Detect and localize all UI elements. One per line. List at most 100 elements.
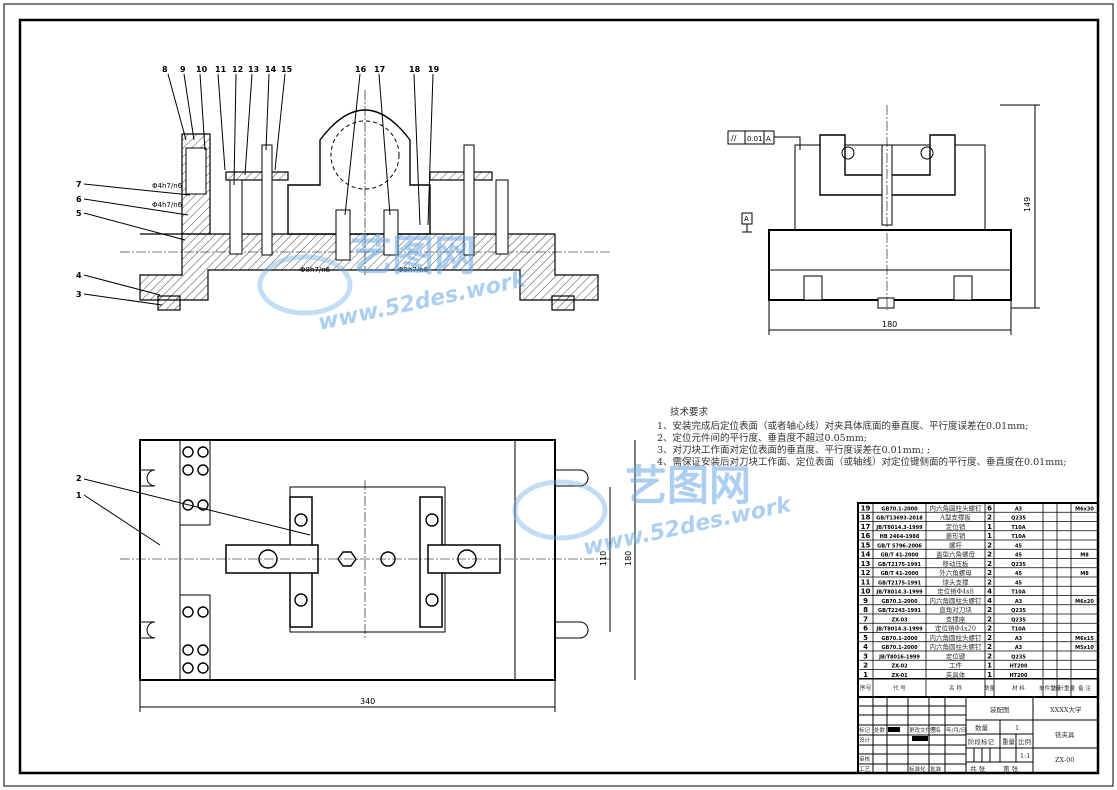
- bom-cell: 11: [861, 578, 871, 586]
- bom-cell: GB/T13693-2018: [876, 516, 923, 522]
- svg-text:签名: 签名: [930, 726, 941, 734]
- bom-cell: 定位键: [946, 651, 966, 660]
- svg-text:装配图: 装配图: [990, 705, 1010, 714]
- bom-cell: 定位销Φ4x20: [935, 624, 976, 633]
- svg-text:180: 180: [624, 551, 633, 566]
- bom-cell: 2: [987, 560, 992, 568]
- bom-cell: Q235: [1011, 617, 1026, 623]
- bom-cell: Q235: [1011, 516, 1026, 522]
- svg-text:340: 340: [360, 697, 375, 706]
- bom-cell: M5x10: [1075, 645, 1094, 651]
- svg-text:Φ8h7/n6: Φ8h7/n6: [300, 266, 331, 274]
- bom-cell: M8: [1080, 571, 1089, 577]
- svg-text:12: 12: [232, 65, 243, 74]
- bom-cell: 2: [987, 615, 992, 623]
- svg-text:1、安装完成后定位表面（或者轴心线）对夹具体底面的垂直度、平: 1、安装完成后定位表面（或者轴心线）对夹具体底面的垂直度、平行度误差在0.01m…: [657, 420, 1028, 432]
- bom-cell: 菱形销: [946, 531, 966, 540]
- title-block: 装配图 XXXX大学 铣夹具 ZX-00 数量 1 阶段标记 重量 比例 1:1…: [857, 696, 1099, 774]
- bom-cell: 4: [987, 597, 992, 605]
- bom-cell: 3: [863, 652, 868, 660]
- bom-cell: 1: [987, 671, 992, 679]
- bom-cell: 6: [987, 504, 992, 512]
- bom-cell: 45: [1015, 571, 1022, 577]
- bom-cell: A3: [1015, 636, 1023, 642]
- bom-cell: T10A: [1011, 534, 1025, 540]
- svg-text:更改文件号: 更改文件号: [909, 726, 937, 734]
- bom-cell: T10A: [1011, 525, 1025, 531]
- bom-cell: Q235: [1011, 562, 1026, 568]
- bom-cell: GB/T2175-1991: [878, 580, 922, 586]
- bom-cell: 内六角圆柱头螺钉: [930, 596, 983, 605]
- bom-cell: 工件: [949, 661, 963, 670]
- bom-cell: 内六角圆柱头螺钉: [930, 503, 983, 512]
- bom-cell: 18: [861, 514, 871, 522]
- bom-cell: 2: [863, 662, 868, 670]
- bom-cell: 直角对刀块: [939, 605, 972, 614]
- svg-text:数量: 数量: [975, 723, 989, 732]
- bom-cell: 5: [863, 634, 868, 642]
- bom-cell: 14: [861, 551, 871, 559]
- svg-text:1: 1: [76, 491, 82, 500]
- svg-text:A: A: [766, 135, 771, 143]
- bom-cell: 2: [987, 569, 992, 577]
- svg-text:铣夹具: 铣夹具: [1055, 730, 1075, 739]
- bom-cell: 7: [863, 615, 868, 623]
- bom-cell: JB/T8014.3-1999: [875, 590, 923, 596]
- bom-cell: 螺杆: [949, 540, 963, 549]
- bom-cell: 45: [1015, 553, 1022, 559]
- bom-cell: 1: [987, 532, 992, 540]
- svg-text:15: 15: [281, 65, 293, 74]
- bom-cell: 2: [987, 652, 992, 660]
- bom-cell: 球头支撑: [943, 577, 970, 586]
- svg-text:180: 180: [882, 320, 897, 329]
- bom-cell: A3: [1015, 645, 1023, 651]
- svg-text:8: 8: [162, 65, 168, 74]
- svg-text:标准化: 标准化: [909, 765, 926, 773]
- bom-header-no: 序号: [859, 684, 871, 692]
- svg-text:艺图网: 艺图网: [350, 231, 476, 280]
- svg-text:4: 4: [76, 271, 82, 280]
- outer-trim-border: [3, 3, 1114, 787]
- bom-cell: 1: [987, 662, 992, 670]
- svg-text:2、定位元件间的平行度、垂直度不超过0.05mm;: 2、定位元件间的平行度、垂直度不超过0.05mm;: [657, 432, 867, 444]
- bom-cell: 8: [863, 606, 868, 614]
- bom-cell: M6x30: [1075, 506, 1094, 512]
- bom-header-name: 名 称: [949, 684, 962, 692]
- svg-text:4、需保证安装后对刀块工作面、定位表面（或轴线）对定位键侧面: 4、需保证安装后对刀块工作面、定位表面（或轴线）对定位键侧面的平行度、垂直度在0…: [657, 456, 1066, 468]
- bom-cell: 2: [987, 541, 992, 549]
- bom-cell: 15: [861, 541, 871, 549]
- bom-cell: 定位销Φ4x8: [937, 587, 974, 596]
- bom-cell: 外六角螺母: [939, 568, 972, 577]
- svg-text:比例: 比例: [1018, 737, 1031, 746]
- bom-cell: 16: [861, 532, 871, 540]
- svg-text:重量: 重量: [1002, 738, 1016, 746]
- svg-text:Φ4h7/n6: Φ4h7/n6: [152, 201, 183, 209]
- bom-header-qty: 数量: [984, 684, 996, 692]
- bom-cell: 定位销: [946, 522, 966, 531]
- bom-cell: 17: [861, 523, 871, 531]
- svg-text:18: 18: [409, 65, 421, 74]
- bom-cell: 2: [987, 514, 992, 522]
- front-view-balloons: 8 9 10 11 12 13 14 15 16 17 18 19 7 6 5 …: [76, 65, 440, 306]
- svg-text:批准: 批准: [930, 765, 942, 773]
- parallelism-tolerance-frame: // 0.01 A: [727, 130, 801, 150]
- svg-text:ZX-00: ZX-00: [1055, 756, 1074, 764]
- svg-text:共 张: 共 张: [970, 764, 986, 773]
- bom-cell: JB/T8016-1999: [878, 654, 920, 660]
- bom-cell: T10A: [1011, 627, 1025, 633]
- bom-cell: GB70.1-2000: [881, 636, 918, 642]
- svg-text:艺图网: 艺图网: [625, 461, 751, 510]
- bom-cell: 9: [863, 597, 868, 605]
- svg-text:A: A: [744, 215, 749, 223]
- svg-text:审核: 审核: [859, 755, 871, 763]
- bom-cell: M6x15: [1075, 636, 1094, 642]
- bom-cell: A3: [1015, 506, 1023, 512]
- svg-text:19: 19: [428, 65, 440, 74]
- bom-cell: 2: [987, 551, 992, 559]
- bom-cell: GB/T 5796-2006: [877, 543, 922, 549]
- bom-cell: 2: [987, 578, 992, 586]
- bom-cell: 2: [987, 634, 992, 642]
- svg-text://: //: [731, 134, 737, 143]
